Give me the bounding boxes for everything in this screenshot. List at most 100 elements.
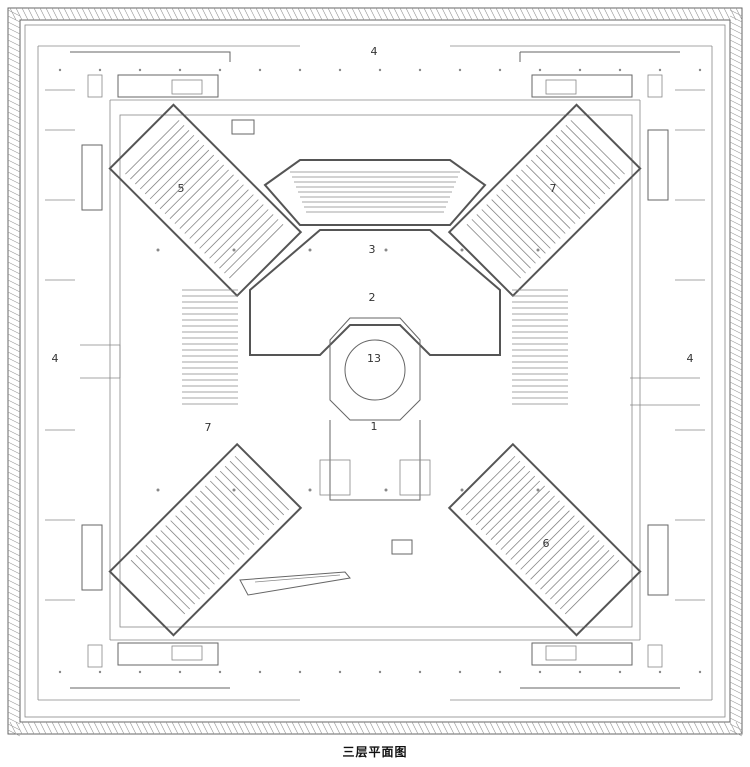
hatch-line: [513, 7, 521, 21]
hatch-line: [7, 471, 21, 479]
shelf-line: [150, 540, 205, 595]
hatch-line: [99, 721, 107, 735]
room-label-3: 3: [369, 243, 376, 256]
shelf-line: [214, 209, 269, 264]
hatch-line: [309, 721, 317, 735]
hatch-line: [723, 7, 731, 21]
shelf-line: [465, 460, 521, 516]
hatch-line: [381, 7, 389, 21]
hatch-line: [7, 483, 21, 491]
hatch-line: [453, 7, 461, 21]
hatch-line: [729, 51, 743, 59]
hatch-line: [321, 7, 329, 21]
hatch-line: [573, 7, 581, 21]
column-dot: [308, 488, 312, 492]
shelf-line: [170, 520, 225, 575]
shelf-line: [229, 224, 284, 279]
shelf-line: [500, 495, 555, 550]
hatch-line: [729, 279, 743, 287]
column-dot: [384, 488, 388, 492]
hatch-line: [645, 7, 653, 21]
hatch-line: [129, 721, 137, 735]
hatch-line: [7, 615, 21, 623]
hatch-line: [489, 721, 497, 735]
hatch-line: [615, 721, 623, 735]
hatch-line: [69, 721, 77, 735]
shelf-line: [471, 219, 526, 274]
shelf-line: [209, 480, 265, 536]
hatch-line: [729, 615, 743, 623]
hatch-line: [7, 693, 21, 701]
hatch-line: [531, 721, 539, 735]
hatch-line: [7, 531, 21, 539]
hatch-line: [729, 15, 743, 23]
hatch-line: [7, 81, 21, 89]
room-label-2: 2: [369, 291, 376, 304]
hatch-line: [711, 721, 719, 735]
hatch-line: [729, 639, 743, 647]
shelf-line: [145, 545, 200, 600]
hatch-line: [7, 117, 21, 125]
hatch-line: [285, 7, 293, 21]
hatch-line: [7, 159, 21, 167]
column-dot: [178, 68, 182, 72]
hatch-line: [729, 291, 743, 299]
hatch-line: [729, 537, 743, 545]
room-label-4-right: 4: [687, 352, 694, 365]
hatch-line: [189, 721, 197, 735]
hatch-line: [507, 721, 515, 735]
column-dot: [460, 488, 464, 492]
hatch-line: [603, 721, 611, 735]
hatch-line: [405, 7, 413, 21]
hatch-line: [63, 7, 71, 21]
hatch-line: [7, 447, 21, 455]
hatch-line: [459, 721, 467, 735]
hatch-line: [345, 7, 353, 21]
hatch-line: [7, 183, 21, 191]
hatch-line: [729, 207, 743, 215]
shelf-line: [495, 490, 550, 545]
hatch-line: [729, 429, 743, 437]
column-dot: [418, 68, 422, 72]
hatch-line: [363, 7, 371, 21]
wing-shelves: [466, 120, 625, 279]
hatch-line: [621, 7, 629, 21]
shelf-line: [149, 144, 205, 200]
hatch-line: [21, 721, 29, 735]
hatch-line: [7, 219, 21, 227]
shelf-line: [555, 134, 611, 190]
hatch-line: [729, 657, 743, 665]
hatch-line: [315, 7, 323, 21]
hatch-line: [7, 729, 21, 737]
hatch-line: [687, 721, 695, 735]
column-dot: [384, 248, 388, 252]
hatch-line: [339, 7, 347, 21]
hatch-line: [57, 7, 65, 21]
hatch-line: [327, 7, 335, 21]
column-dot: [578, 68, 582, 72]
shelf-line: [480, 475, 536, 531]
column-dot: [338, 670, 342, 674]
hatch-line: [729, 693, 743, 701]
hatch-line: [7, 57, 21, 65]
hatch-line: [591, 7, 599, 21]
hatch-line: [729, 309, 743, 317]
hatch-line: [7, 513, 21, 521]
hatch-line: [7, 285, 21, 293]
column-dot: [618, 670, 622, 674]
perimeter-hatching: [7, 7, 743, 737]
hatch-line: [7, 567, 21, 575]
column-dot: [98, 670, 102, 674]
hatch-line: [117, 721, 125, 735]
shelf-line: [525, 520, 580, 575]
hatch-line: [543, 721, 551, 735]
hatch-line: [33, 7, 41, 21]
column-dots: [58, 68, 702, 674]
shelf-line: [550, 139, 606, 195]
hatch-line: [687, 7, 695, 21]
hatch-line: [483, 721, 491, 735]
hatch-line: [225, 7, 233, 21]
hatch-line: [7, 489, 21, 497]
hatch-line: [501, 7, 509, 21]
hatch-line: [7, 669, 21, 677]
